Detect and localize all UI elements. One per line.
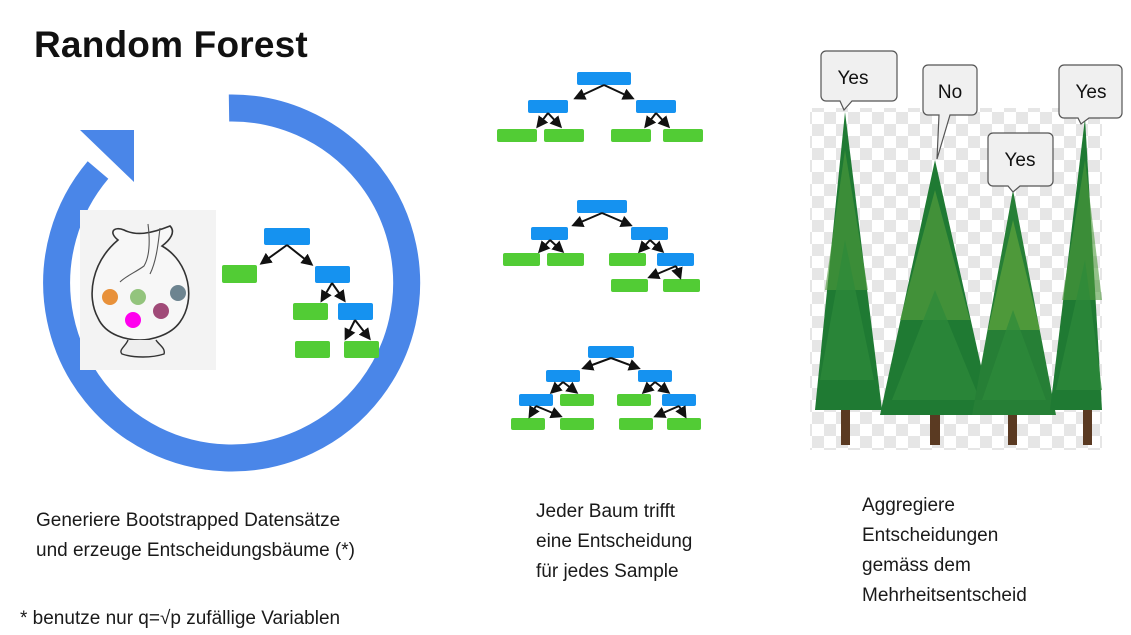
bootstrap-jar-icon bbox=[80, 210, 216, 370]
ball-green-icon bbox=[130, 289, 146, 305]
pine-tree-4-icon bbox=[1050, 118, 1102, 445]
caption-bootstrap: Generiere Bootstrapped Datensätze und er… bbox=[36, 510, 355, 561]
bootstrap-decision-tree bbox=[222, 228, 379, 358]
decision-tree-1 bbox=[497, 72, 703, 142]
voting-forest-illustration: Yes No Yes Yes bbox=[810, 50, 1123, 450]
ball-slate-icon bbox=[170, 285, 186, 301]
vote-bubble-3: Yes bbox=[987, 132, 1054, 193]
bootstrap-cycle-diagram bbox=[43, 94, 421, 472]
ball-plum-icon bbox=[153, 303, 169, 319]
decision-tree-2 bbox=[503, 200, 700, 292]
vote-bubble-2: No bbox=[922, 64, 978, 160]
pine-tree-3-icon bbox=[972, 190, 1056, 445]
vote-bubble-1: Yes bbox=[820, 50, 898, 112]
ball-magenta-icon bbox=[125, 312, 141, 328]
caption-aggregate: Aggregiere Entscheidungen gemäss dem Meh… bbox=[862, 495, 1027, 606]
pine-tree-2-icon bbox=[880, 160, 992, 445]
vote-label: Yes bbox=[838, 68, 869, 89]
vote-bubble-4: Yes bbox=[1058, 64, 1123, 125]
pine-tree-1-icon bbox=[815, 112, 882, 445]
ball-orange-icon bbox=[102, 289, 118, 305]
vote-label: No bbox=[938, 82, 962, 103]
footnote: * benutze nur q=√p zufällige Variablen bbox=[20, 608, 341, 629]
page-title: Random Forest bbox=[34, 24, 308, 65]
cycle-arrow-icon bbox=[43, 94, 421, 472]
vote-label: Yes bbox=[1076, 82, 1107, 103]
vote-label: Yes bbox=[1005, 150, 1036, 171]
forest-of-trees-diagram bbox=[497, 72, 703, 430]
decision-tree-3 bbox=[511, 346, 701, 430]
caption-tree-decisions: Jeder Baum trifft eine Entscheidung für … bbox=[536, 501, 693, 582]
